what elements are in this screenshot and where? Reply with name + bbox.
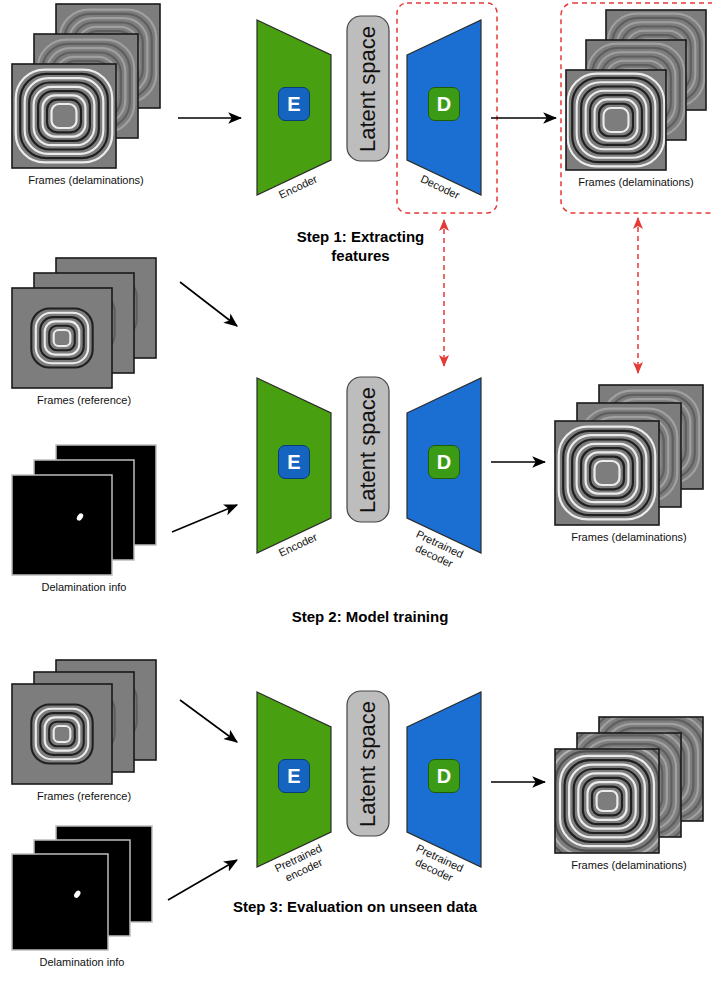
frame	[12, 288, 112, 388]
step-title: Step 1: Extracting features	[283, 228, 438, 266]
latent-label: Latent space	[355, 26, 381, 152]
frame	[12, 684, 112, 784]
frame-stack: Frames (reference)	[12, 258, 156, 406]
frame-stack: Frames (delaminations)	[566, 10, 706, 188]
frame-illustration	[12, 4, 160, 168]
frame	[546, 743, 667, 860]
frame-stack: Frames (delaminations)	[555, 385, 703, 543]
frame-caption: Frames (delaminations)	[28, 174, 144, 186]
frame-stack: Frames (reference)	[12, 660, 156, 802]
frame	[12, 854, 108, 950]
decoder-block: DPretrained decoder	[405, 690, 483, 870]
flow-arrow	[491, 117, 556, 119]
frame-caption: Frames (delaminations)	[578, 176, 694, 188]
frame-stack: Frames (delaminations)	[555, 717, 703, 871]
frame-caption: Delamination info	[40, 956, 125, 968]
latent-space: Latent space	[346, 690, 390, 837]
latent-label: Latent space	[355, 701, 381, 827]
mask-stack: Delamination info	[12, 826, 152, 968]
block-letter: E	[278, 445, 310, 479]
encoder-block: EEncoder	[255, 18, 333, 198]
block-letter: E	[278, 87, 310, 121]
flow-arrow	[180, 700, 237, 742]
frame-caption: Frames (reference)	[37, 790, 131, 802]
frame-caption: Delamination info	[42, 581, 127, 593]
frame-illustration	[12, 660, 156, 784]
block-letter: E	[278, 759, 310, 793]
latent-space: Latent space	[346, 376, 390, 523]
encoder-block: EEncoder	[255, 376, 333, 556]
flow-arrow	[172, 505, 237, 532]
flow-arrow	[178, 117, 241, 119]
frame-illustration	[566, 10, 706, 170]
latent-space: Latent space	[346, 15, 390, 162]
highlight-box	[397, 3, 497, 213]
highlight-box	[561, 3, 712, 213]
encoder-block: EPretrained encoder	[255, 690, 333, 870]
frame	[566, 70, 666, 170]
frame-caption: Frames (delaminations)	[571, 859, 687, 871]
frame-illustration	[12, 258, 156, 388]
frame	[555, 421, 659, 525]
correspondence-arrow	[637, 218, 639, 373]
frame-caption: Frames (reference)	[37, 394, 131, 406]
mask-stack: Delamination info	[12, 445, 156, 593]
frame-stack: Frames (delaminations)	[12, 4, 160, 186]
block-letter: D	[428, 445, 460, 479]
decoder-block: DPretrained decoder	[405, 376, 483, 556]
decoder-block: DDecoder	[405, 18, 483, 198]
flow-arrow	[491, 461, 545, 463]
frame-illustration	[555, 717, 703, 853]
flow-arrow	[491, 781, 545, 783]
step-title: Step 2: Model training	[250, 608, 490, 627]
frame-caption: Frames (delaminations)	[571, 531, 687, 543]
frame-illustration	[12, 445, 156, 575]
frame	[12, 64, 116, 168]
frame-illustration	[555, 385, 703, 525]
flow-arrow	[168, 860, 237, 900]
latent-label: Latent space	[355, 387, 381, 513]
block-letter: D	[428, 87, 460, 121]
frame	[12, 475, 112, 575]
frame-illustration	[12, 826, 152, 950]
flow-arrow	[180, 282, 237, 326]
block-letter: D	[428, 759, 460, 793]
correspondence-arrow	[443, 220, 445, 366]
step-title: Step 3: Evaluation on unseen data	[215, 898, 495, 917]
